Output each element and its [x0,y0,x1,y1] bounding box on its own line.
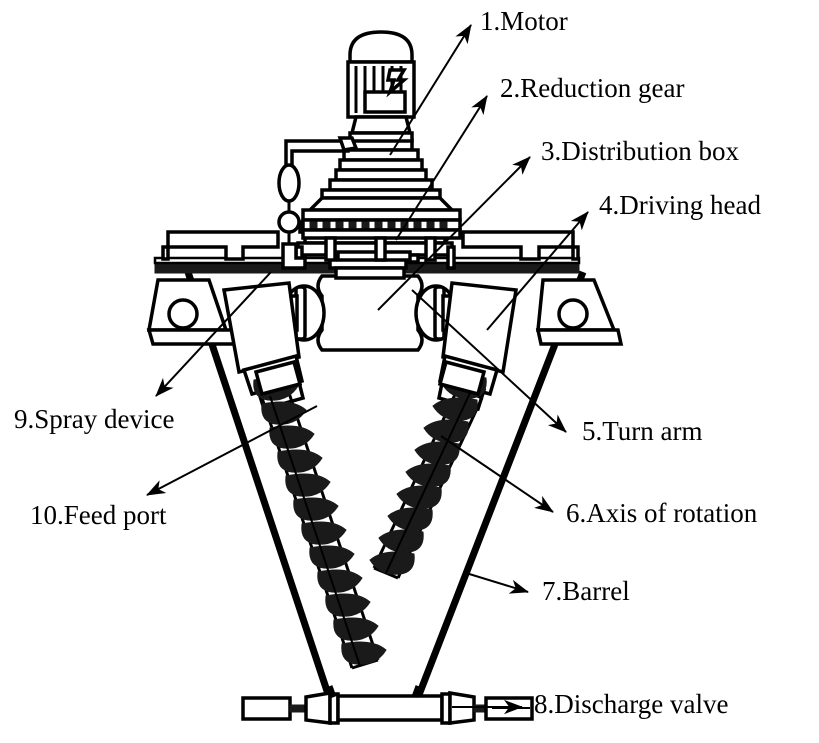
callout-label-3: 3.Distribution box [541,136,740,166]
gear-plate-teeth [309,221,448,229]
leader-lines [146,24,589,715]
feed-port-right [461,230,580,261]
helical-screw-auger-left [253,359,387,670]
spray-device-pipe [277,136,359,270]
helical-screw-auger-right [369,359,487,580]
leader-line-4 [486,211,589,331]
callout-label-10: 10.Feed port [30,500,167,530]
callout-label-7: 7.Barrel [542,576,630,606]
leader-line-5 [411,289,567,433]
discharge-valve-assembly [241,685,534,725]
callout-label-5: 5.Turn arm [582,416,703,446]
callout-label-4: 4.Driving head [599,190,761,220]
motor-body [346,30,416,143]
callout-label-8: 8.Discharge valve [534,689,728,719]
callout-label-6: 6.Axis of rotation [566,498,758,528]
callout-labels: 1.Motor 2.Reduction gear 3.Distribution … [14,6,761,719]
support-bracket-right [535,278,624,346]
reduction-gear-stack [301,138,462,262]
leader-line-3 [377,156,531,311]
callout-label-2: 2.Reduction gear [500,73,684,103]
feed-port-left [161,230,280,261]
leader-line-2 [395,95,488,241]
leader-line-9 [155,271,272,397]
leader-line-1 [389,24,472,156]
leader-line-7 [465,572,529,594]
screw-flights-right [369,375,487,575]
leader-line-6 [440,435,554,513]
motor-terminal-box [363,68,409,114]
callout-label-9: 9.Spray device [14,404,174,434]
leader-line-10 [146,405,318,496]
callout-label-1: 1.Motor [480,6,568,36]
